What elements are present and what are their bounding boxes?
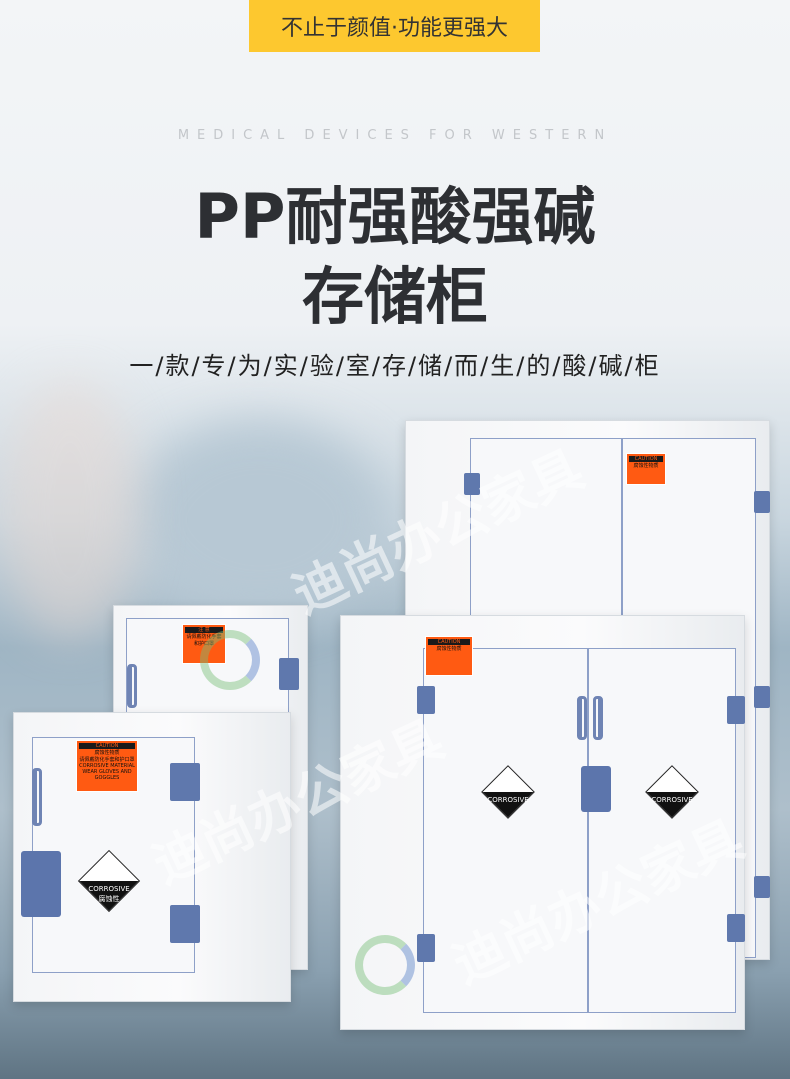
corrosive-text: CORROSIVE — [88, 885, 130, 893]
caution-text: CAUTION — [428, 639, 470, 646]
label-text-en: CORROSIVE MATERIAL WEAR GLOVES AND GOGGL… — [79, 762, 135, 782]
hinge — [754, 491, 770, 513]
door-handle — [127, 664, 137, 708]
hinge — [417, 934, 435, 962]
watermark-logo — [355, 935, 415, 995]
hinge — [417, 686, 435, 714]
cabinet-door — [588, 648, 736, 1013]
hinge — [727, 914, 745, 942]
hinge — [754, 686, 770, 708]
subtitle: 一/款/专/为/实/验/室/存/储/而/生/的/酸/碱/柜 — [129, 352, 661, 380]
label-title: 注 意 — [185, 627, 223, 634]
promo-banner: 不止于颜值·功能更强大 — [249, 0, 540, 52]
cabinet-door — [423, 648, 588, 1013]
caution-text: CAUTION — [79, 743, 135, 750]
small-front-cabinet: CAUTION 腐蚀性物质 请佩戴防化手套和护口罩 CORROSIVE MATE… — [13, 712, 291, 1002]
hinge — [170, 905, 200, 943]
label-text: 腐蚀性物质 — [94, 750, 120, 757]
label-text: 腐蚀性物质 — [436, 646, 462, 653]
english-tagline: MEDICAL DEVICES FOR WESTERN — [177, 128, 613, 143]
corrosive-text: CORROSIVE — [487, 796, 529, 804]
door-handle — [577, 696, 587, 740]
caution-text: CAUTION — [629, 456, 663, 463]
background-blur — [0, 380, 140, 640]
hinge — [754, 876, 770, 898]
hinge — [464, 473, 480, 495]
title-line-2: 存储柜 — [301, 260, 488, 333]
watermark-logo — [200, 630, 260, 690]
title-line-1: PP耐强酸强碱 — [194, 180, 596, 253]
hinge — [727, 696, 745, 724]
corrosive-text-cn: 腐蚀性 — [98, 895, 120, 903]
corrosive-text: CORROSIVE — [651, 796, 693, 804]
label-text: 腐蚀性物质 — [633, 463, 659, 470]
background-blur — [130, 420, 390, 620]
hinge — [279, 658, 299, 690]
door-lock — [581, 766, 611, 812]
door-handle — [32, 768, 42, 826]
hinge — [170, 763, 200, 801]
caution-label: CAUTION 腐蚀性物质 请佩戴防化手套和护口罩 CORROSIVE MATE… — [76, 740, 138, 792]
door-lock — [21, 851, 61, 917]
door-handle — [593, 696, 603, 740]
label-text: 请佩戴防化手套和护口罩 — [79, 756, 135, 763]
